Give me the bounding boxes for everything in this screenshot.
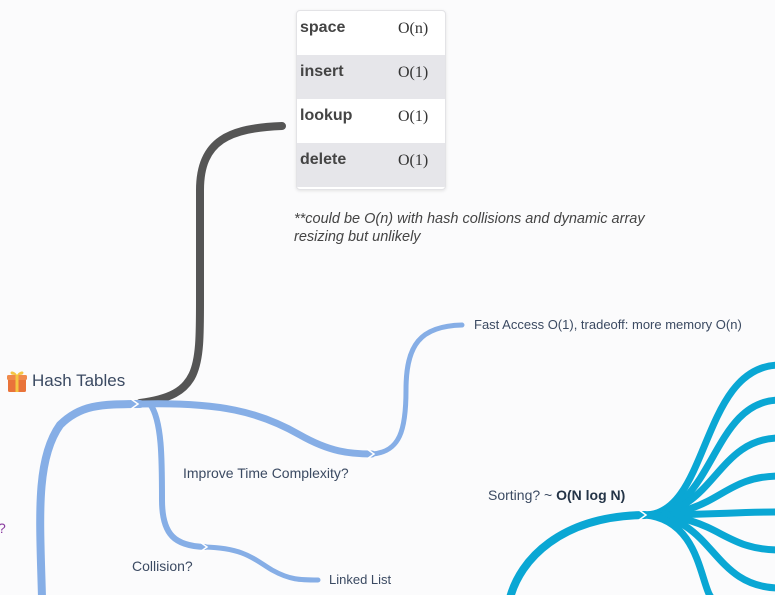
node-collision[interactable]: Collision? — [132, 558, 193, 574]
branch-to-linked-list — [202, 544, 321, 583]
branch-to-improve-time — [136, 400, 376, 458]
table-cost: O(1) — [398, 64, 429, 81]
node-linked-list-label: Linked List — [329, 572, 392, 587]
table-op: space — [300, 19, 346, 36]
table-row: space O(n) — [297, 11, 445, 55]
table-op: lookup — [300, 107, 353, 124]
node-hash-tables-label: Hash Tables — [32, 371, 126, 390]
arrow-marker-hash-tables — [130, 398, 140, 410]
node-hash-tables[interactable]: Hash Tables — [6, 369, 125, 393]
branch-to-fast-access — [369, 322, 465, 457]
node-sorting-complexity: O(N log N) — [556, 487, 626, 503]
table-row: insert O(1) — [297, 55, 445, 99]
node-linked-list[interactable]: Linked List — [329, 572, 391, 587]
branch-root-to-sorting — [506, 511, 649, 595]
complexity-table: space O(n) insert O(1) lookup O(1) delet… — [296, 10, 446, 190]
node-improve-time-complexity[interactable]: Improve Time Complexity? — [183, 465, 349, 481]
node-fast-access[interactable]: Fast Access O(1), tradeoff: more memory … — [474, 317, 742, 332]
node-improve-time-label: Improve Time Complexity? — [183, 465, 349, 481]
branch-root-to-hash-tables — [36, 400, 144, 595]
table-cost: O(1) — [398, 152, 429, 169]
branch-to-collision — [147, 401, 208, 550]
arrow-marker-sorting — [638, 509, 648, 521]
arrow-marker-collision — [199, 541, 209, 553]
table-cost: O(n) — [398, 20, 429, 37]
node-collision-label: Collision? — [132, 558, 193, 574]
table-op: delete — [300, 151, 347, 168]
node-sorting-label: Sorting? ~ — [488, 487, 557, 503]
table-row: delete O(1) — [297, 143, 445, 187]
gift-icon — [6, 369, 28, 393]
arrow-marker-improve-time — [366, 448, 376, 460]
table-row: lookup O(1) — [297, 99, 445, 143]
table-footer-spacer — [297, 187, 445, 189]
table-cost: O(1) — [398, 108, 429, 125]
sorting-fan-8 — [644, 511, 714, 595]
branch-to-complexity-table — [136, 122, 286, 407]
node-fast-access-label: Fast Access O(1), tradeoff: more memory … — [474, 317, 742, 332]
node-clipped-left[interactable]: ? — [0, 520, 6, 536]
node-clipped-left-label: ? — [0, 520, 6, 536]
complexity-note: **could be O(n) with hash collisions and… — [294, 211, 645, 245]
node-sorting[interactable]: Sorting? ~ O(N log N) — [488, 487, 625, 503]
table-op: insert — [300, 63, 344, 80]
